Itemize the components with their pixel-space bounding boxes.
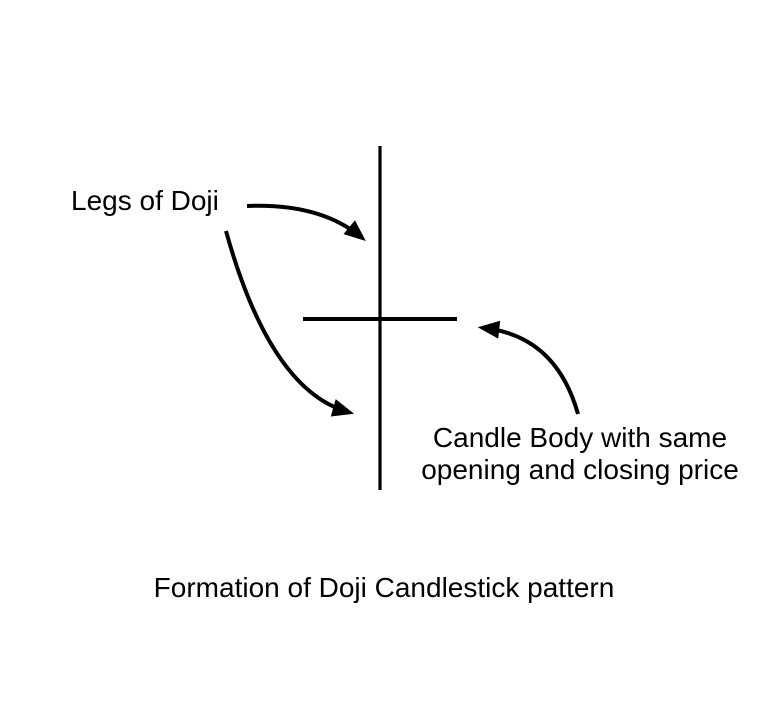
candle-body-label: Candle Body with same opening and closin…: [399, 422, 761, 486]
arrow-to-upper-leg: [246, 203, 366, 242]
diagram-caption: Formation of Doji Candlestick pattern: [153, 572, 615, 603]
candle-body-label-line2: opening and closing price: [421, 454, 739, 485]
diagram-strokes: [224, 146, 580, 490]
arrow-to-lower-leg: [224, 230, 355, 417]
legs-of-doji-label: Legs of Doji: [71, 185, 219, 216]
arrow-to-candle-body: [477, 320, 580, 415]
candle-body-label-line1: Candle Body with same: [432, 422, 728, 453]
